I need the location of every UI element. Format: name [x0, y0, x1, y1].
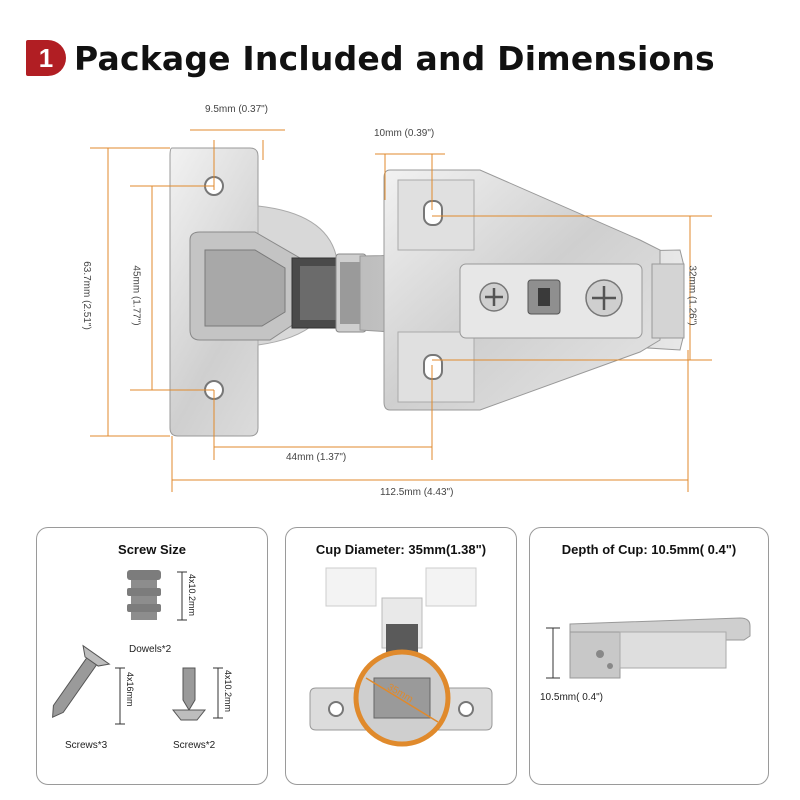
depth-label: 10.5mm( 0.4") — [540, 692, 604, 703]
hinge-diagram — [90, 129, 712, 492]
mounting-plate — [383, 169, 685, 411]
depth-illustration — [546, 617, 751, 679]
dim-total-length: 112.5mm (4.43") — [380, 487, 454, 498]
dim-hole-spacing: 45mm (1.77") — [130, 265, 142, 326]
dim-center-distance: 44mm (1.37") — [286, 452, 347, 463]
dim-plate-hole-offset: 10mm (0.39") — [374, 128, 435, 139]
screw-short-icon — [171, 667, 207, 721]
cup-depth-panel: Depth of Cup: 10.5mm( 0.4") 10.5mm( 0.4"… — [529, 527, 769, 785]
dim-total-height: 63.7mm (2.51") — [80, 261, 92, 330]
screw-short-size-label: 4x10.2mm — [223, 670, 233, 713]
dowel-icon — [127, 570, 161, 620]
cup-diameter-panel: Cup Diameter: 35mm(1.38") 35mm — [285, 527, 517, 785]
section-header: 1 Package Included and Dimensions — [26, 38, 715, 78]
screw-long-icon — [52, 644, 111, 718]
screw-size-panel: Screw Size 4x10.2mm Dowels*2 — [36, 527, 268, 785]
screw-long-count-label: Screws*3 — [65, 740, 108, 751]
screw-long-size-label: 4x16mm — [125, 672, 135, 707]
section-number-badge: 1 — [26, 40, 66, 76]
depth-panel-title: Depth of Cup: 10.5mm( 0.4") — [561, 542, 737, 557]
hinge-knuckle — [291, 253, 367, 333]
screw-panel-title: Screw Size — [118, 542, 186, 557]
dowel-count-label: Dowels*2 — [129, 644, 172, 655]
cup-panel-title: Cup Diameter: 35mm(1.38") — [315, 542, 487, 557]
dim-plate-hole-spacing: 32mm (1.26") — [686, 265, 698, 326]
dowel-size-label: 4x10.2mm — [187, 574, 197, 617]
page-title: Package Included and Dimensions — [74, 38, 715, 78]
screw-short-count-label: Screws*2 — [173, 740, 216, 751]
screw-illustrations — [52, 570, 223, 725]
dimension-lines — [90, 129, 712, 492]
dim-hole-offset: 9.5mm (0.37") — [205, 104, 269, 115]
cup-illustration — [309, 567, 493, 747]
